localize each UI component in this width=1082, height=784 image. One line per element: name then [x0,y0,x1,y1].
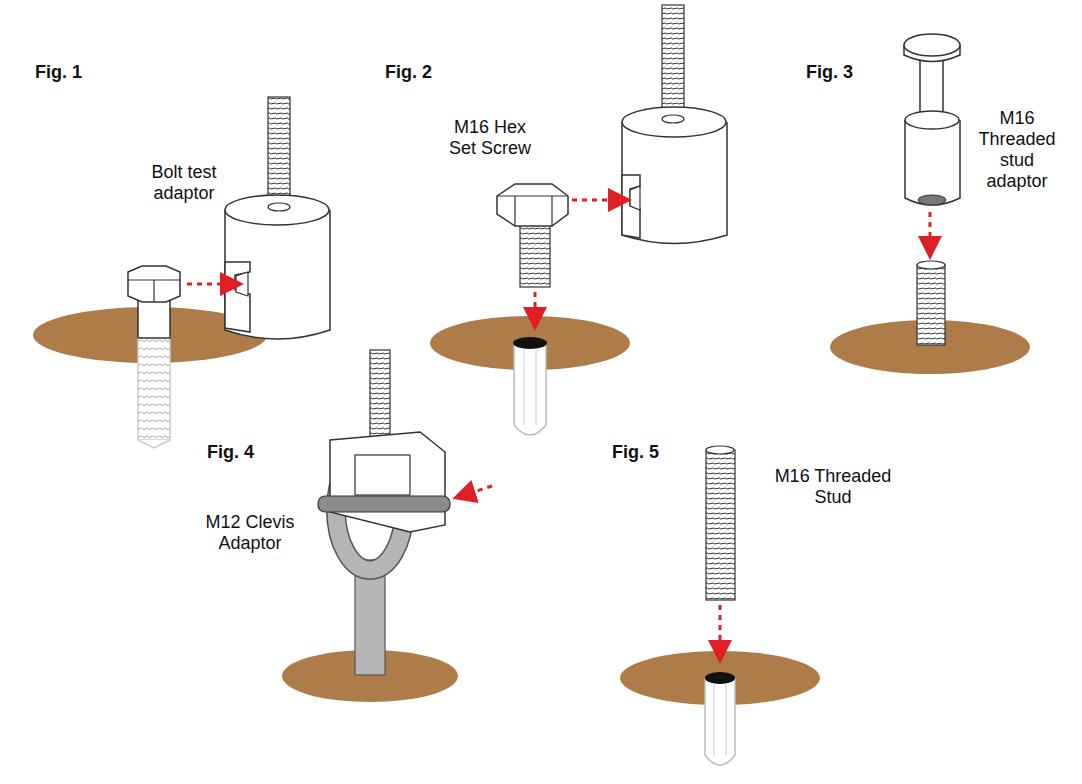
fig2-art [430,5,727,435]
figure-label: Fig. 5 [612,442,702,463]
fig5-art [620,446,820,765]
figure-label: Fig. 3 [806,62,896,83]
figure-label: Fig. 2 [385,62,475,83]
figure-label: Fig. 4 [207,442,297,463]
fig1-art [33,97,330,448]
fig4-art [282,350,492,702]
part-label: M16 Hex Set Screw [440,117,540,159]
part-label: M16 Threaded Stud [758,466,908,508]
fig3-art [830,34,1030,374]
figure-label: Fig. 1 [35,62,125,83]
part-label: Bolt test adaptor [138,162,230,204]
part-label: M12 Clevis Adaptor [195,512,305,554]
part-label: M16 Threaded stud adaptor [972,108,1062,192]
